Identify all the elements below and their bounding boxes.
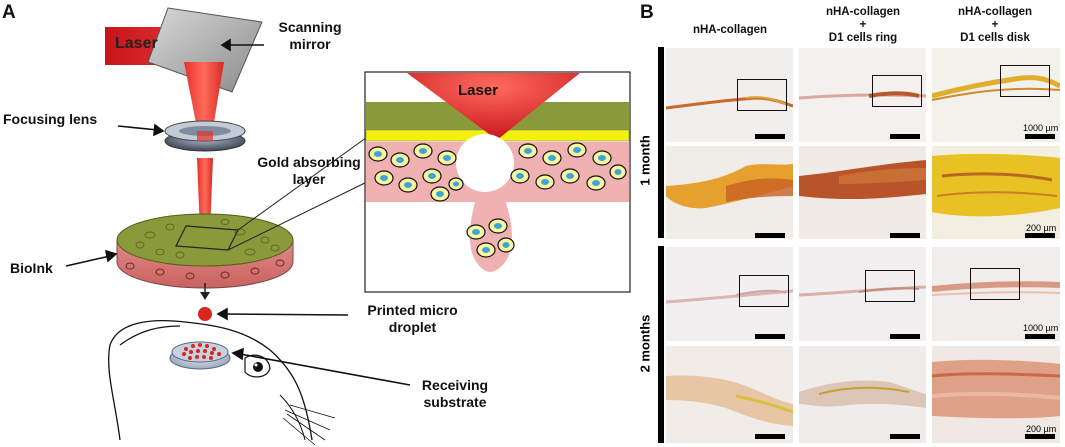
mouse-outline [107, 319, 313, 441]
micrograph-2m-col2-low [799, 247, 926, 341]
micrograph-1m-col2-high [799, 146, 926, 239]
scale-bar [890, 134, 920, 139]
roi-box [872, 75, 922, 107]
scale-bar [755, 134, 785, 139]
roi-box [737, 79, 787, 111]
bioink-label: BioInk [10, 260, 53, 276]
row-label-2-months: 2 months [637, 314, 653, 373]
scale-bar-label-high: 200 µm [1026, 424, 1057, 434]
micrograph-2m-col1-high [666, 346, 793, 443]
scale-bar [890, 434, 920, 439]
micrograph-1m-col3-low [932, 48, 1060, 142]
scale-bar [755, 334, 785, 339]
scale-bar [1025, 434, 1055, 439]
micrograph-2m-col3-high [932, 346, 1060, 443]
panel-a-letter: A [2, 2, 16, 23]
micrograph-1m-col1-high [666, 146, 793, 239]
inset-laser-label: Laser [458, 82, 499, 99]
scale-bar [1025, 134, 1055, 139]
column-header-3: nHA-collagen+D1 cells disk [957, 6, 1033, 44]
micrograph-2m-col3-low [932, 247, 1060, 341]
column-header-2: nHA-collagen+D1 cells ring [825, 6, 901, 44]
column-header-1: nHA-collagen [692, 24, 768, 36]
scale-bar [1025, 233, 1055, 238]
row-label-1-month: 1 month [637, 135, 653, 186]
micrograph-1m-col2-low [799, 48, 926, 142]
printed-droplet [198, 307, 212, 321]
scale-bar-label-low: 1000 µm [1023, 123, 1059, 133]
scale-bar-label-high: 200 µm [1026, 223, 1057, 233]
scale-bar [1025, 334, 1055, 339]
scanning-mirror [147, 7, 263, 93]
micrograph-1m-col3-high [932, 146, 1060, 239]
row-bar-1 [658, 47, 664, 238]
focusing-lens-label: Focusing lens [3, 111, 98, 127]
scale-bar [890, 334, 920, 339]
scale-bar [890, 233, 920, 238]
roi-box [970, 268, 1020, 300]
micrograph-2m-col1-low [666, 247, 793, 341]
laser-beam-vertical [184, 62, 224, 128]
roi-box [865, 270, 915, 302]
panel-b-letter: B [640, 2, 654, 23]
roi-box [739, 275, 789, 307]
inset-laser-cone [407, 73, 580, 140]
scale-bar-label-low: 1000 µm [1023, 323, 1059, 333]
row-bar-2 [658, 246, 664, 443]
micrograph-2m-col2-high [799, 346, 926, 443]
scale-bar [755, 434, 785, 439]
laser-label: Laser [115, 35, 158, 52]
micrograph-1m-col1-low [666, 48, 793, 142]
scale-bar [755, 233, 785, 238]
panel-a-illustration [65, 7, 631, 446]
roi-box [1000, 65, 1050, 97]
